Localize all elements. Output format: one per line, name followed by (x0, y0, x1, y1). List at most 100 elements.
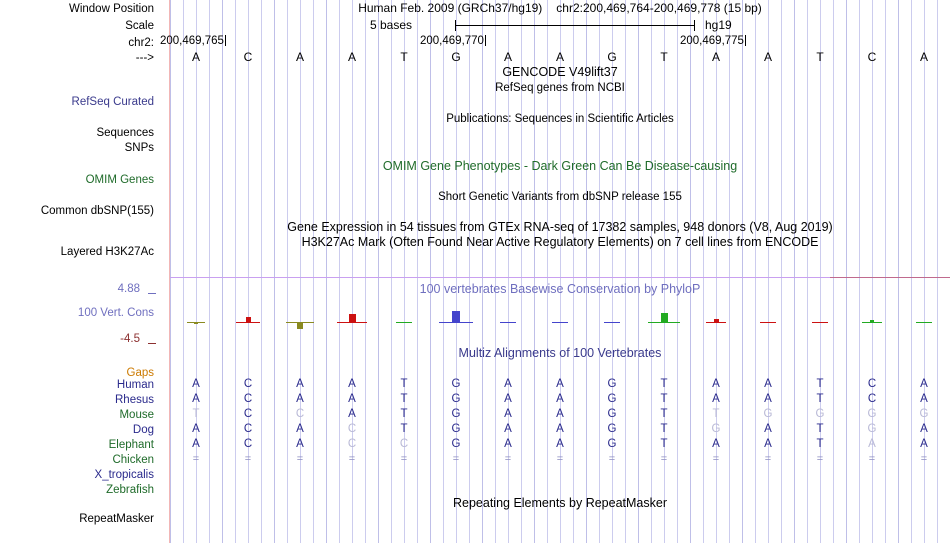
alignment-base: A (192, 393, 200, 405)
sidebar-item-omim-genes[interactable]: OMIM Genes (85, 174, 154, 186)
conservation-min-tick (148, 343, 156, 344)
conservation-bar-peak (297, 322, 303, 329)
sidebar-item-zebrafish[interactable]: Zebrafish (106, 484, 154, 496)
alignment-base: A (504, 378, 512, 390)
alignment-base: G (451, 393, 461, 405)
alignment-base: G (763, 408, 773, 420)
alignment-base: = (348, 453, 356, 465)
label-divider (169, 0, 170, 543)
conservation-bar (760, 322, 776, 323)
conservation-bar (235, 322, 261, 323)
conservation-bar (603, 322, 621, 323)
track-title-multiz: Multiz Alignments of 100 Vertebrates (458, 346, 662, 360)
sidebar-item-chicken[interactable]: Chicken (112, 454, 154, 466)
sequence-base: T (816, 50, 824, 64)
track-label-column: Window Position Scale chr2: ---> RefSeq … (0, 0, 154, 543)
assembly-name: Human Feb. 2009 (GRCh37/hg19) (358, 1, 543, 15)
alignment-base: A (556, 423, 564, 435)
alignment-base: = (712, 453, 720, 465)
sidebar-item-elephant[interactable]: Elephant (108, 439, 154, 451)
alignment-base: A (920, 423, 928, 435)
alignment-base: A (296, 423, 304, 435)
alignment-base: G (711, 423, 721, 435)
alignment-base: T (712, 408, 720, 420)
alignment-base: C (243, 423, 253, 435)
sidebar-item-refseq-curated[interactable]: RefSeq Curated (71, 96, 154, 108)
conservation-bar-peak (660, 313, 668, 322)
sidebar-item-repeatmasker[interactable]: RepeatMasker (79, 513, 154, 525)
alignment-base: = (192, 453, 200, 465)
alignment-base: G (451, 438, 461, 450)
alignment-base: A (504, 393, 512, 405)
alignment-base: C (295, 408, 305, 420)
alignment-base: A (296, 438, 304, 450)
conservation-bar (552, 322, 568, 323)
label-window-position: Window Position (68, 3, 154, 15)
sidebar-item-rhesus[interactable]: Rhesus (115, 394, 154, 406)
sidebar-item-layered-h3k27ac[interactable]: Layered H3K27Ac (60, 246, 154, 258)
alignment-base: C (243, 408, 253, 420)
alignment-base: A (504, 423, 512, 435)
conservation-bar-peak (348, 314, 356, 322)
alignment-base: A (556, 393, 564, 405)
alignment-base: G (607, 423, 617, 435)
sidebar-item-common-dbsnp[interactable]: Common dbSNP(155) (40, 205, 154, 217)
alignment-base: C (243, 438, 253, 450)
sidebar-item-human[interactable]: Human (116, 379, 154, 391)
sidebar-item-mouse[interactable]: Mouse (119, 409, 154, 421)
conservation-bar-peak (452, 311, 460, 322)
conservation-bar (438, 322, 474, 323)
alignment-base: T (400, 423, 408, 435)
conservation-plot[interactable] (170, 300, 950, 342)
alignment-base: A (920, 378, 928, 390)
conservation-min-value: -4.5 (120, 333, 140, 345)
alignment-base: A (764, 423, 772, 435)
ruler-coordinate-text: 200,469,775 (680, 35, 744, 47)
conservation-bar (916, 322, 932, 323)
alignment-base: A (764, 438, 772, 450)
label-scale: Scale (125, 20, 154, 32)
track-title-gtex: Gene Expression in 54 tissues from GTEx … (287, 220, 833, 234)
sidebar-item-snps[interactable]: SNPs (124, 142, 154, 154)
alignment-base: G (607, 378, 617, 390)
sidebar-item-dog[interactable]: Dog (132, 424, 154, 436)
conservation-bar (812, 322, 828, 323)
sidebar-item-100-vert-cons[interactable]: 100 Vert. Cons (77, 307, 154, 319)
alignment-base: A (712, 378, 720, 390)
alignment-base: G (815, 408, 825, 420)
alignment-base: C (243, 378, 253, 390)
alignment-base: G (607, 393, 617, 405)
conservation-bar (336, 322, 368, 323)
conservation-bar-peak (245, 317, 251, 322)
ruler-coordinate-text: 200,469,770 (420, 35, 484, 47)
alignment-base: = (608, 453, 616, 465)
alignment-base: = (452, 453, 460, 465)
track-title-refseq: RefSeq genes from NCBI (495, 82, 625, 94)
alignment-base: T (816, 438, 824, 450)
alignment-base: A (712, 393, 720, 405)
alignment-base: T (660, 378, 668, 390)
sequence-base: A (503, 50, 512, 64)
sidebar-item-x-tropicalis[interactable]: X_tropicalis (94, 469, 154, 481)
alignment-base: = (556, 453, 564, 465)
alignment-base: T (400, 378, 408, 390)
sequence-base: A (191, 50, 200, 64)
sequence-base: C (867, 50, 877, 64)
alignment-base: C (347, 438, 357, 450)
sequence-base: A (347, 50, 356, 64)
alignment-base: A (348, 408, 356, 420)
alignment-base: C (243, 393, 253, 405)
ruler-coordinate-text: 200,469,765 (160, 35, 224, 47)
sidebar-item-gaps[interactable]: Gaps (126, 367, 155, 379)
alignment-base: A (296, 393, 304, 405)
alignment-base: A (504, 438, 512, 450)
alignment-base: C (867, 393, 877, 405)
conservation-bar-peak (870, 320, 874, 322)
conservation-separator-left (170, 277, 830, 278)
ruler-coordinate: 200,469,770 (420, 35, 486, 47)
sidebar-item-sequences[interactable]: Sequences (96, 127, 154, 139)
alignment-base: A (296, 378, 304, 390)
alignment-base: G (607, 438, 617, 450)
alignment-base: A (556, 408, 564, 420)
